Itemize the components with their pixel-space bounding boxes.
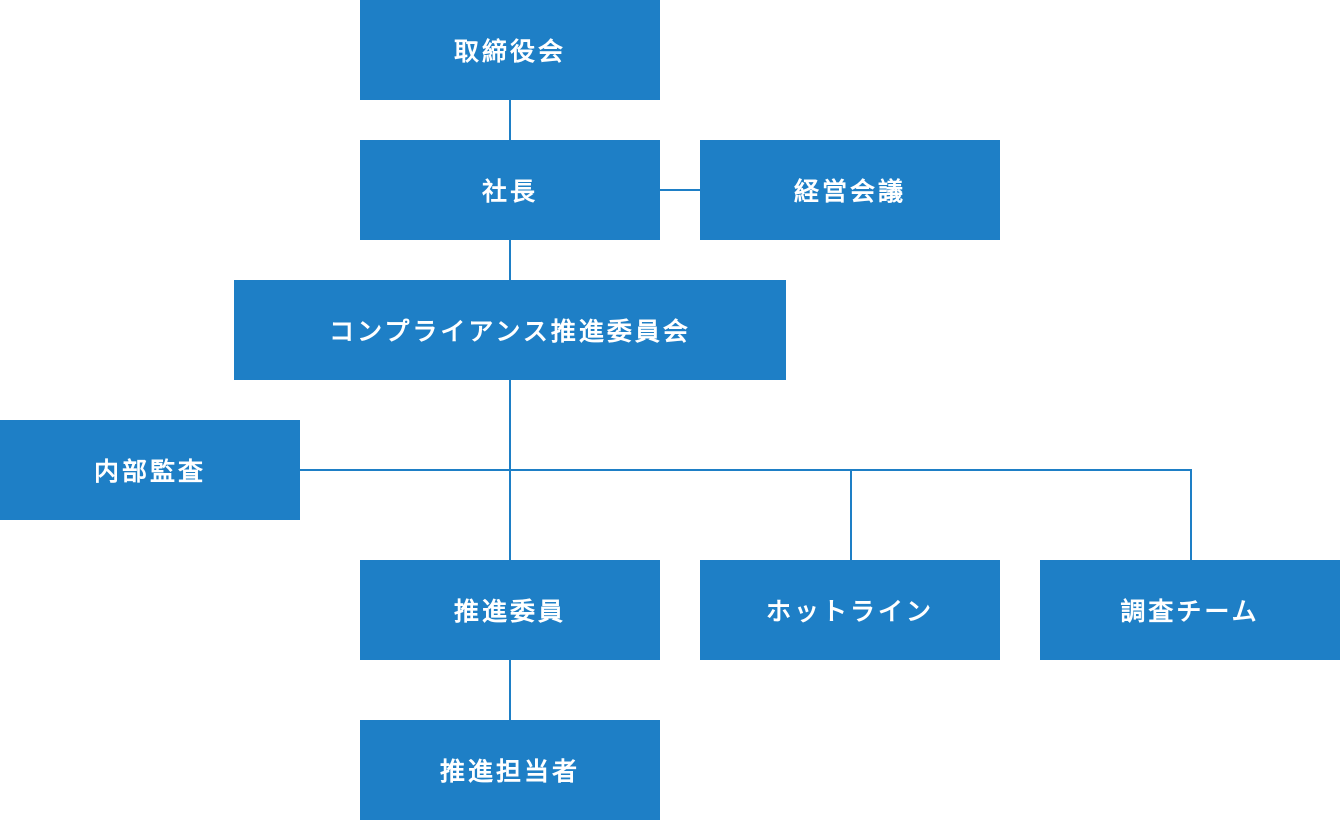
connector-investigation-team-drop [1190, 469, 1192, 560]
connector-president-management-meeting [660, 189, 700, 191]
node-label: 社長 [481, 177, 538, 206]
node-label: 推進委員 [453, 597, 566, 626]
node-management-meeting: 経営会議 [700, 140, 1000, 240]
connector-horizontal-branch [300, 469, 1192, 471]
node-hotline: ホットライン [700, 560, 1000, 660]
node-compliance-committee: コンプライアンス推進委員会 [234, 280, 786, 380]
connector-board-president [509, 100, 511, 140]
node-internal-audit: 内部監査 [0, 420, 300, 520]
node-investigation-team: 調査チーム [1040, 560, 1340, 660]
node-label: 内部監査 [93, 457, 206, 486]
connector-hotline-drop [850, 469, 852, 560]
node-label: 経営会議 [793, 177, 906, 206]
node-board-of-directors: 取締役会 [360, 0, 660, 100]
connector-members-officers [509, 660, 511, 720]
node-label: 取締役会 [453, 37, 566, 66]
connector-president-committee [509, 240, 511, 280]
node-label: 調査チーム [1120, 597, 1260, 626]
node-president: 社長 [360, 140, 660, 240]
node-promotion-members: 推進委員 [360, 560, 660, 660]
node-label: 推進担当者 [439, 757, 580, 786]
node-promotion-officers: 推進担当者 [360, 720, 660, 820]
node-label: コンプライアンス推進委員会 [329, 317, 691, 346]
node-label: ホットライン [765, 597, 934, 626]
